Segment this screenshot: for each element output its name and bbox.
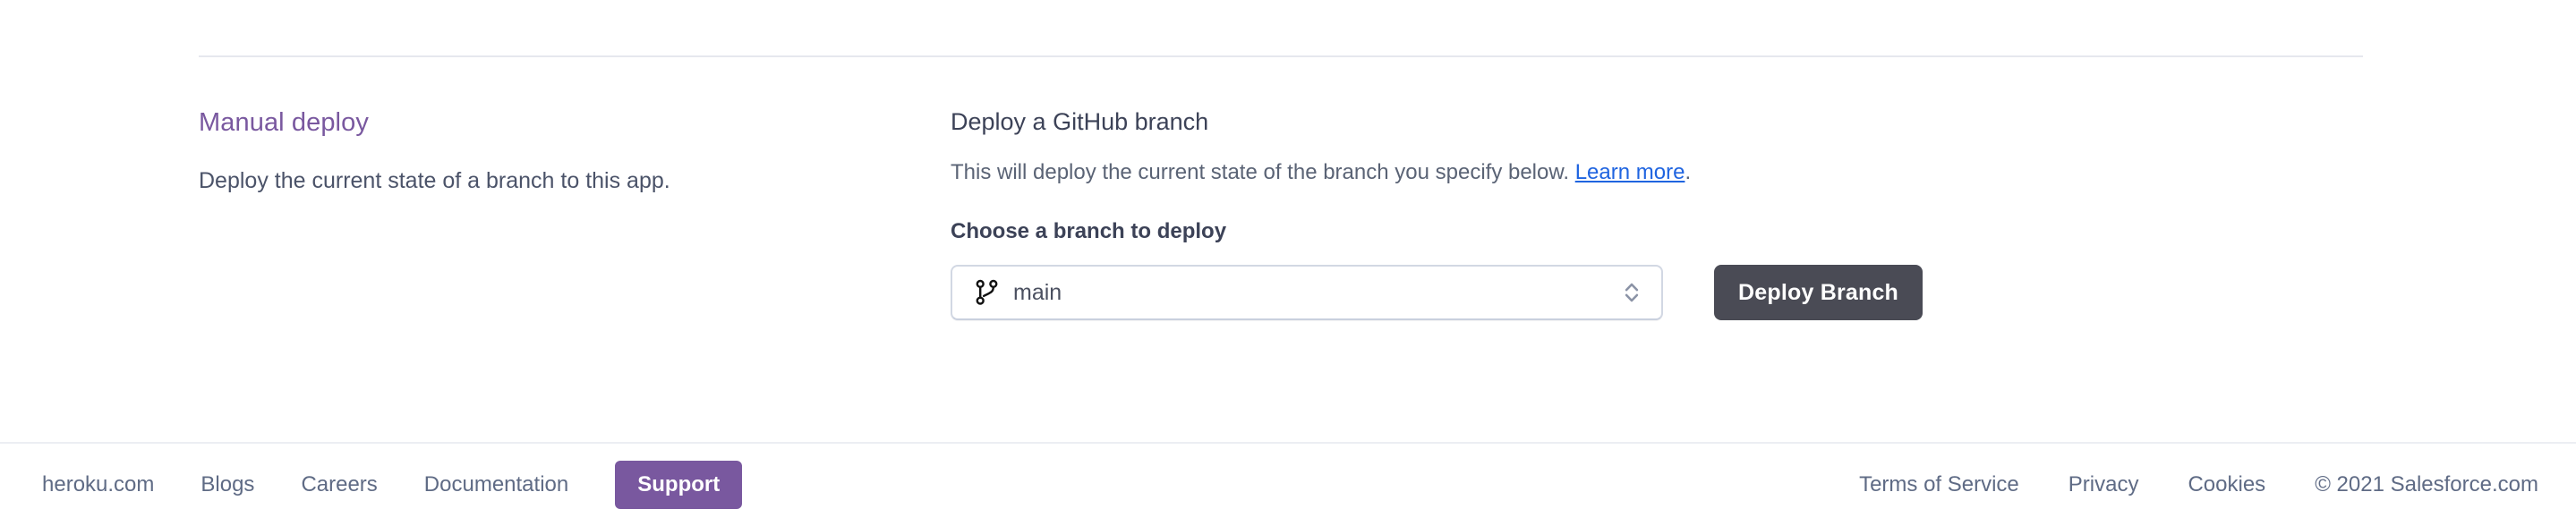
branch-select[interactable]: main — [951, 265, 1663, 320]
panel-description-text: This will deploy the current state of th… — [951, 160, 1575, 184]
footer-link-documentation[interactable]: Documentation — [423, 472, 569, 496]
copyright-text: © 2021 Salesforce.com — [2315, 472, 2538, 496]
deploy-branch-panel: Deploy a GitHub branch This will deploy … — [951, 107, 2383, 320]
panel-description-period: . — [1685, 160, 1692, 184]
page-title: Manual deploy — [199, 108, 369, 137]
footer-link-careers[interactable]: Careers — [301, 472, 378, 496]
section-divider — [199, 55, 2363, 57]
learn-more-link[interactable]: Learn more — [1574, 160, 1685, 184]
footer-link-blogs[interactable]: Blogs — [200, 472, 255, 496]
manual-deploy-info-column: Manual deploy Deploy the current state o… — [199, 107, 861, 198]
page-footer: heroku.com Blogs Careers Documentation S… — [0, 442, 2576, 526]
manual-deploy-description: Deploy the current state of a branch to … — [199, 168, 670, 193]
support-button[interactable]: Support — [615, 461, 743, 509]
deploy-controls-row: main Deploy Branch — [951, 265, 2383, 320]
git-branch-icon — [976, 279, 998, 305]
footer-link-terms-of-service[interactable]: Terms of Service — [1859, 472, 2019, 496]
branch-select-value: main — [1013, 280, 1062, 305]
footer-link-privacy[interactable]: Privacy — [2068, 472, 2139, 496]
footer-left-links: heroku.com Blogs Careers Documentation S… — [42, 461, 743, 509]
footer-right-links: Terms of Service Privacy Cookies © 2021 … — [1810, 472, 2538, 497]
deploy-branch-button[interactable]: Deploy Branch — [1714, 265, 1923, 320]
branch-select-label: Choose a branch to deploy — [951, 219, 1227, 243]
panel-title: Deploy a GitHub branch — [951, 108, 1209, 135]
footer-link-cookies[interactable]: Cookies — [2188, 472, 2266, 496]
footer-link-heroku-com[interactable]: heroku.com — [42, 472, 155, 496]
panel-description: This will deploy the current state of th… — [951, 159, 2383, 186]
chevron-up-down-icon — [1625, 283, 1639, 302]
